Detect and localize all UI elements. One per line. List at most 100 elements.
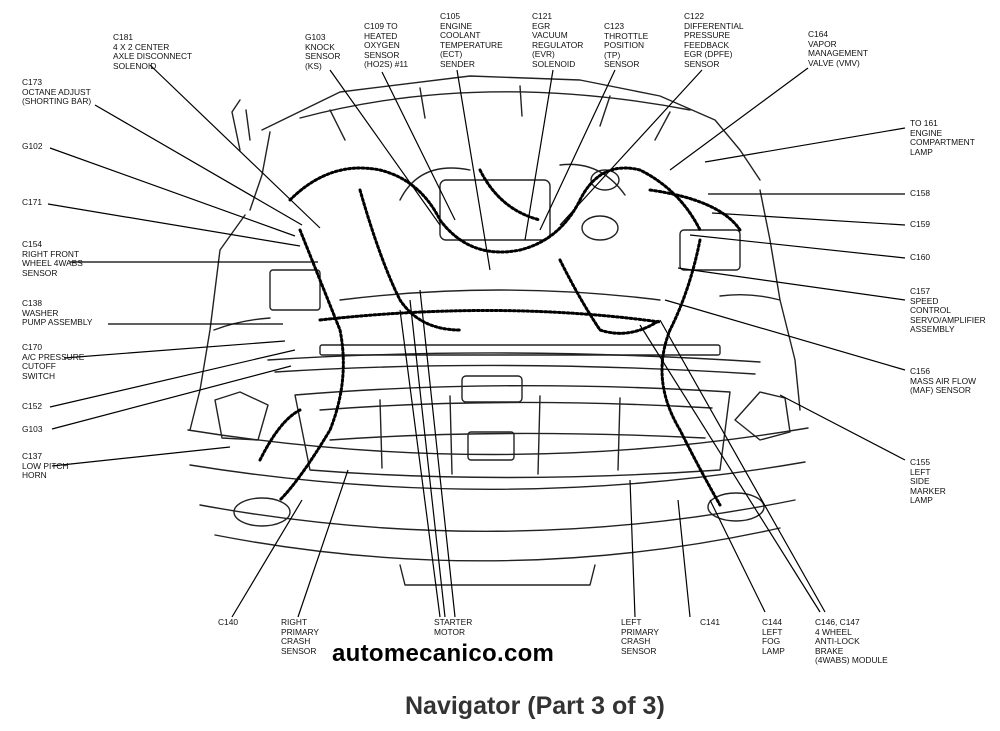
label-g103-knock-line: G103 [305, 32, 326, 42]
label-c173-line: (SHORTING BAR) [22, 96, 92, 107]
label-c158: C158 [910, 188, 931, 199]
label-c146-line: C146, C147 [815, 617, 860, 627]
label-c155-line: LAMP [910, 495, 933, 506]
label-c109-line: C109 TO [364, 21, 398, 31]
label-c181-line: 4 X 2 CENTER [113, 41, 170, 52]
label-c137-line: C137 [22, 451, 43, 461]
label-to161-line: TO 161 [910, 118, 938, 128]
label-c181-line: AXLE DISCONNECT [113, 51, 193, 62]
label-c105-line: TEMPERATURE [440, 39, 503, 50]
label-c170-line: C170 [22, 342, 43, 352]
label-c122-line: C122 [684, 11, 705, 21]
label-c154-line: C154 [22, 239, 43, 249]
leader-lines [47, 64, 906, 618]
label-c157-line: SERVO/AMPLIFIER [910, 314, 986, 325]
label-to161-line: LAMP [910, 146, 933, 157]
label-c181-line: C181 [113, 32, 134, 42]
label-c138-line: PUMP ASSEMBLY [22, 317, 93, 328]
label-c141-line: C141 [700, 617, 721, 627]
label-c144-line: LEFT [762, 626, 783, 637]
label-left-crash-line: CRASH [621, 636, 651, 647]
label-g103-line: G103 [22, 424, 43, 434]
label-c164-line: VALVE (VMV) [808, 57, 860, 68]
label-c137-line: LOW PITCH [22, 460, 69, 471]
label-c171: C171 [22, 197, 43, 208]
label-c122-line: EGR (DPFE) [684, 49, 733, 60]
label-to161-line: COMPARTMENT [910, 137, 975, 148]
label-c160: C160 [910, 252, 930, 263]
label-c140: C140 [218, 617, 239, 628]
label-c123-line: SENSOR [604, 59, 640, 70]
label-c171-line: C171 [22, 197, 43, 207]
label-c121-line: (EVR) [532, 49, 555, 60]
label-g102: G102 [22, 141, 43, 152]
label-c157-line: SPEED [910, 295, 939, 306]
label-c156-line: MASS AIR FLOW [910, 375, 977, 386]
watermark: automecanico.com [332, 640, 555, 667]
label-c121-line: C121 [532, 11, 553, 21]
label-c170-line: A/C PRESSURE [22, 351, 85, 362]
label-c173-line: C173 [22, 77, 43, 87]
label-c123-line: (TP) [604, 49, 621, 60]
label-c121-line: EGR [532, 20, 551, 31]
label-c121-line: REGULATOR [532, 39, 584, 50]
label-c155-line: MARKER [910, 485, 946, 496]
label-g103-knock-line: KNOCK [305, 41, 335, 52]
label-c105-line: ENGINE [440, 20, 473, 31]
label-g103-knock-line: (KS) [305, 60, 322, 71]
label-left-crash-line: LEFT [621, 617, 642, 627]
label-c138-line: WASHER [22, 307, 59, 318]
label-c144-line: FOG [762, 636, 781, 647]
label-right-crash-line: PRIMARY [281, 626, 320, 637]
label-c157-line: C157 [910, 286, 931, 296]
label-c164-line: MANAGEMENT [808, 48, 869, 59]
diagram-caption: Navigator (Part 3 of 3) [405, 692, 665, 720]
label-c123-line: THROTTLE [604, 30, 649, 41]
label-c154-line: RIGHT FRONT [22, 248, 80, 259]
label-starter-line: MOTOR [434, 626, 466, 637]
label-right-crash-line: SENSOR [281, 645, 317, 656]
label-c158-line: C158 [910, 188, 931, 198]
label-c159-line: C159 [910, 219, 931, 229]
label-c164-line: C164 [808, 29, 829, 39]
label-c152: C152 [22, 401, 43, 412]
label-g102-line: G102 [22, 141, 43, 151]
label-right-crash-line: RIGHT [281, 617, 308, 627]
label-left-crash-line: SENSOR [621, 645, 657, 656]
label-g103-knock-line: SENSOR [305, 51, 341, 62]
label-left-crash-line: PRIMARY [621, 626, 660, 637]
label-c109-line: SENSOR [364, 49, 400, 60]
label-c105-line: COOLANT [440, 30, 481, 41]
label-c105-line: (ECT) [440, 49, 463, 60]
label-c123-line: C123 [604, 21, 625, 31]
label-c140-line: C140 [218, 617, 239, 627]
label-c144-line: LAMP [762, 645, 785, 656]
label-c144-line: C144 [762, 617, 783, 627]
label-c109-line: (HO2S) #11 [364, 59, 409, 70]
label-c123-line: POSITION [604, 40, 645, 51]
vehicle-outline [187, 75, 809, 586]
label-c157-line: CONTROL [910, 305, 951, 316]
label-to161-line: ENGINE [910, 127, 943, 138]
label-c121-line: VACUUM [532, 30, 568, 41]
label-c146-line: 4 WHEEL [815, 626, 852, 637]
label-c170-line: CUTOFF [22, 361, 56, 372]
label-c141: C141 [700, 617, 721, 628]
label-c122-line: SENSOR [684, 58, 720, 69]
label-c152-line: C152 [22, 401, 43, 411]
